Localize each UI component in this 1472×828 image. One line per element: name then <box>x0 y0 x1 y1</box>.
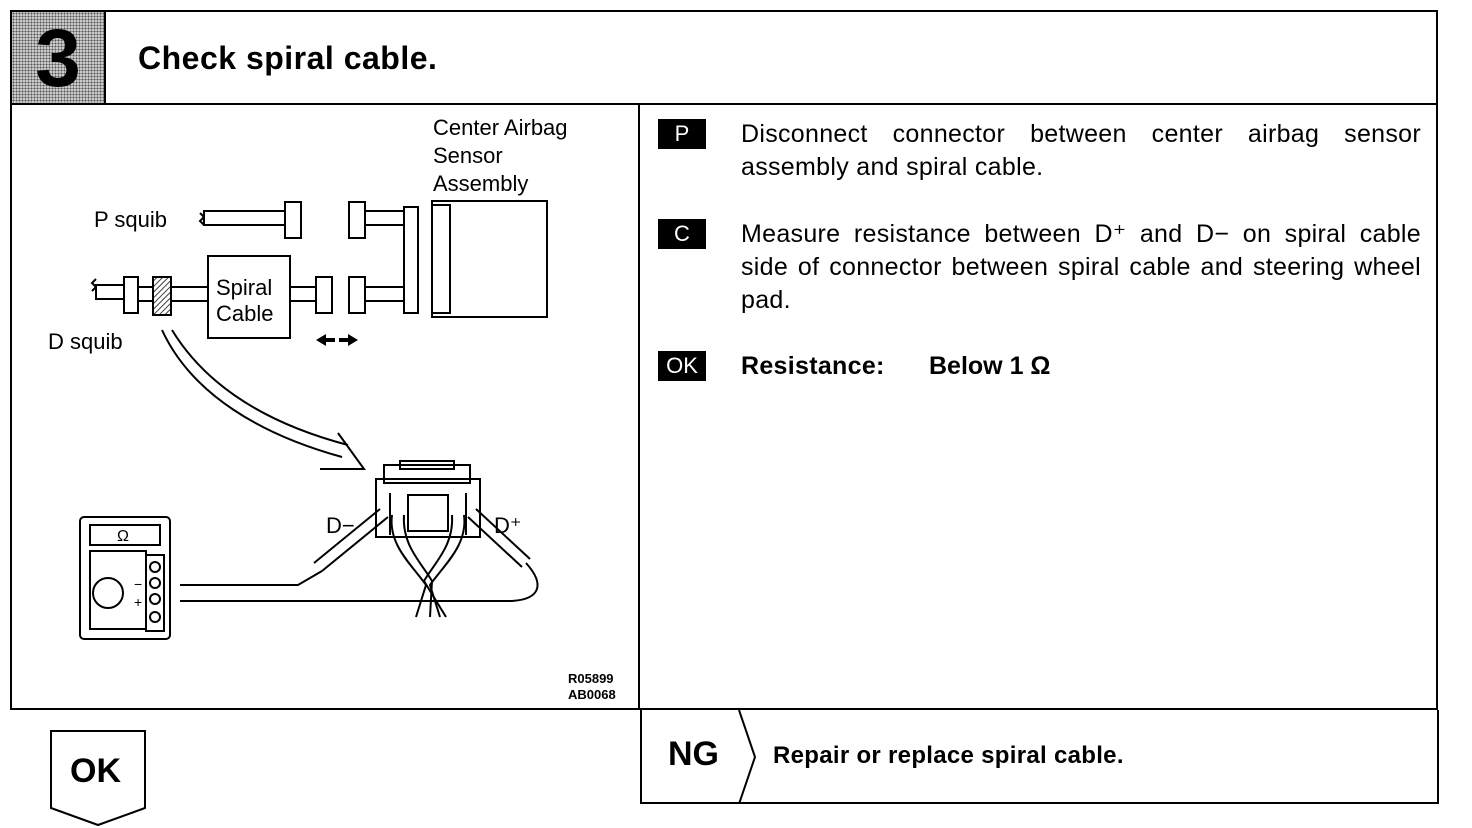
c-badge: C <box>658 219 706 249</box>
ng-action-text: Repair or replace spiral cable. <box>773 742 1124 769</box>
meter-ohm-symbol: Ω <box>117 528 129 545</box>
reference-code-2: AB0068 <box>568 687 616 702</box>
ok-badge: OK <box>658 351 706 381</box>
separation-arrows-icon <box>316 334 358 346</box>
ng-chevron-icon <box>738 710 757 804</box>
label-d-plus: D⁺ <box>494 513 522 538</box>
meter-plus-label: + <box>134 594 142 610</box>
procedure-frame <box>10 10 1438 710</box>
step-number-box <box>12 12 106 103</box>
label-spiral-line1: Spiral <box>216 275 272 300</box>
meter-minus-label: − <box>134 576 142 592</box>
label-d-squib: D squib <box>48 329 123 354</box>
column-divider <box>638 104 640 710</box>
header-divider <box>10 103 1438 105</box>
label-center-airbag-line3: Assembly <box>433 171 528 196</box>
page-title: Check spiral cable. <box>138 40 438 76</box>
label-spiral-line2: Cable <box>216 301 273 326</box>
c-step-text: Measure resistance between D⁺ and D− on … <box>741 220 1421 314</box>
ok-outcome-pentagon-icon <box>50 730 146 827</box>
reference-code-1: R05899 <box>568 671 614 686</box>
p-badge: P <box>658 119 706 149</box>
label-center-airbag-line2: Sensor <box>433 143 503 168</box>
ok-label: OK <box>70 752 121 790</box>
step-number: 3 <box>35 13 81 104</box>
ng-label: NG <box>668 735 719 773</box>
label-p-squib: P squib <box>94 207 167 232</box>
wiring-diagram: Center Airbag Sensor Assembly P squib D … <box>48 115 568 640</box>
ng-outcome-box <box>640 710 1439 804</box>
resistance-value: Below 1 Ω <box>929 352 1051 380</box>
label-d-minus: D− <box>326 513 355 538</box>
p-step-text: Disconnect connector between center airb… <box>741 120 1421 181</box>
label-center-airbag-line1: Center Airbag <box>433 115 568 140</box>
resistance-label: Resistance: <box>741 352 885 380</box>
